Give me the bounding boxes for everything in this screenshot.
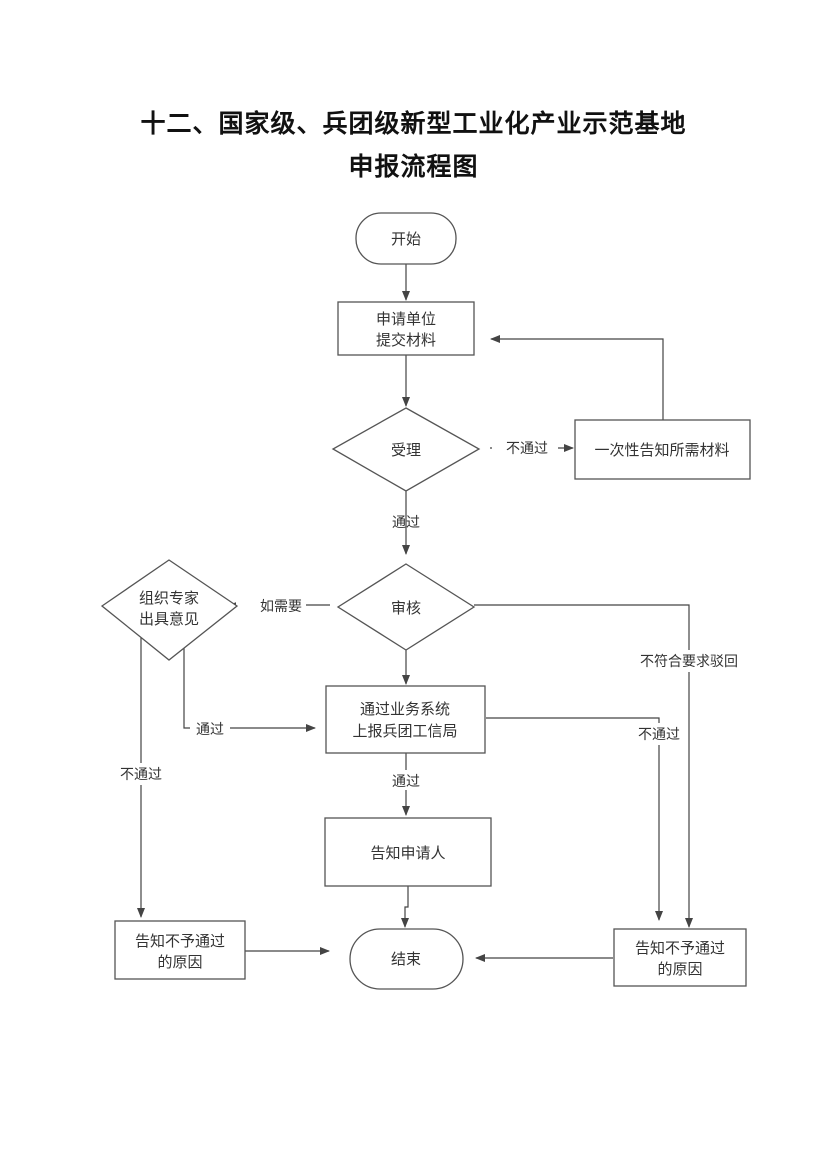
edge-report-reject-right (486, 717, 663, 921)
accept-decision-label: 受理 (391, 441, 421, 459)
accept-decision (331, 407, 481, 492)
end-node (349, 928, 464, 990)
edge-label-review-need: 如需要 (260, 599, 302, 615)
report-node-label-1: 通过业务系统 (360, 700, 450, 718)
report-node (325, 685, 486, 754)
start-node (355, 212, 457, 265)
edge-label-accept-pass: 通过 (392, 515, 420, 531)
review-decision (336, 563, 476, 651)
edge-label-report-pass: 通过 (392, 774, 420, 790)
expert-decision (100, 559, 239, 661)
edge-label-expert-fail: 不通过 (120, 767, 162, 783)
reject-left-label-1: 告知不予通过 (135, 932, 225, 950)
expert-decision-label-1: 组织专家 (139, 589, 199, 607)
submit-node-label-1: 申请单位 (376, 310, 436, 328)
expert-decision-label-2: 出具意见 (139, 610, 199, 628)
reject-left-label-2: 的原因 (157, 953, 202, 971)
notify-applicant-label: 告知申请人 (370, 844, 445, 862)
edge-label-expert-pass: 通过 (196, 722, 224, 738)
start-node-label: 开始 (391, 230, 421, 248)
review-decision-label: 审核 (391, 599, 421, 617)
notify-applicant-node (324, 817, 492, 887)
edge-notify-end (401, 886, 409, 928)
reject-right-label-2: 的原因 (657, 960, 702, 978)
edge-notify-submit (490, 335, 664, 420)
reject-left-node (114, 920, 246, 980)
notify-materials-node (574, 419, 751, 480)
end-node-label: 结束 (391, 950, 421, 968)
edge-label-review-reject: 不符合要求驳回 (640, 654, 738, 670)
submit-node-label-2: 提交材料 (376, 331, 436, 349)
edge-review-reject-right (474, 604, 693, 928)
report-node-label-2: 上报兵团工信局 (352, 722, 457, 740)
notify-materials-label: 一次性告知所需材料 (594, 441, 729, 459)
page-title: 十二、国家级、兵团级新型工业化产业示范基地 (140, 109, 687, 138)
edge-label-accept-fail: 不通过 (506, 441, 548, 457)
edge-expert-report (183, 647, 316, 732)
page-subtitle: 申报流程图 (348, 152, 479, 181)
reject-right-node (613, 928, 747, 987)
edge-label-report-fail: 不通过 (638, 727, 680, 743)
reject-right-label-1: 告知不予通过 (635, 939, 725, 957)
submit-node (337, 301, 475, 356)
